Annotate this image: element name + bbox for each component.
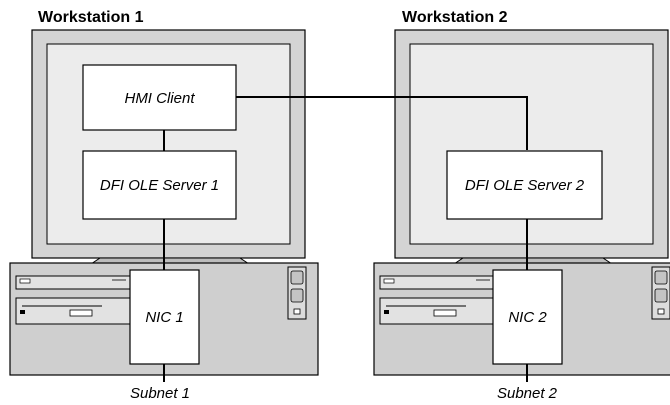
nic-2-box xyxy=(492,269,563,365)
case-2-reset-button-icon xyxy=(654,288,668,303)
workstation-1-title: Workstation 1 xyxy=(38,9,144,26)
case-2-led-icon xyxy=(657,308,665,315)
case-1-floppy-led-icon xyxy=(20,310,25,314)
dfi-ole-server-1-label: DFI OLE Server 1 xyxy=(100,177,219,194)
case-2-floppy-eject-icon xyxy=(433,309,457,317)
dfi-ole-server-2-box xyxy=(446,150,603,220)
subnet-2-label: Subnet 2 xyxy=(497,385,558,402)
hmi-client-label: HMI Client xyxy=(124,90,195,107)
workstation-2-title: Workstation 2 xyxy=(402,9,508,26)
case-1-drive-logo-icon xyxy=(19,278,31,284)
case-2-floppy-led-icon xyxy=(384,310,389,314)
case-1-power-panel xyxy=(287,266,307,320)
client-to-server-2-link xyxy=(236,96,528,150)
case-1-power-button-icon xyxy=(290,270,304,285)
case-1-reset-button-icon xyxy=(290,288,304,303)
subnet-1-label: Subnet 1 xyxy=(130,385,190,402)
nic-2-label: NIC 2 xyxy=(508,309,547,326)
case-2-power-panel xyxy=(651,266,670,320)
workstation-2-monitor xyxy=(394,29,669,267)
case-2-drive-bay-top xyxy=(379,275,499,290)
nic-1-label: NIC 1 xyxy=(145,309,183,326)
case-1-led-icon xyxy=(293,308,301,315)
dfi-ole-server-2-label: DFI OLE Server 2 xyxy=(465,177,585,194)
hmi-client-box xyxy=(82,64,237,131)
case-1-floppy-eject-icon xyxy=(69,309,93,317)
dfi-ole-server-1-box xyxy=(82,150,237,220)
case-2-drive-logo-icon xyxy=(383,278,395,284)
case-1-drive-bay-top xyxy=(15,275,135,290)
case-2-power-button-icon xyxy=(654,270,668,285)
nic-1-box xyxy=(129,269,200,365)
